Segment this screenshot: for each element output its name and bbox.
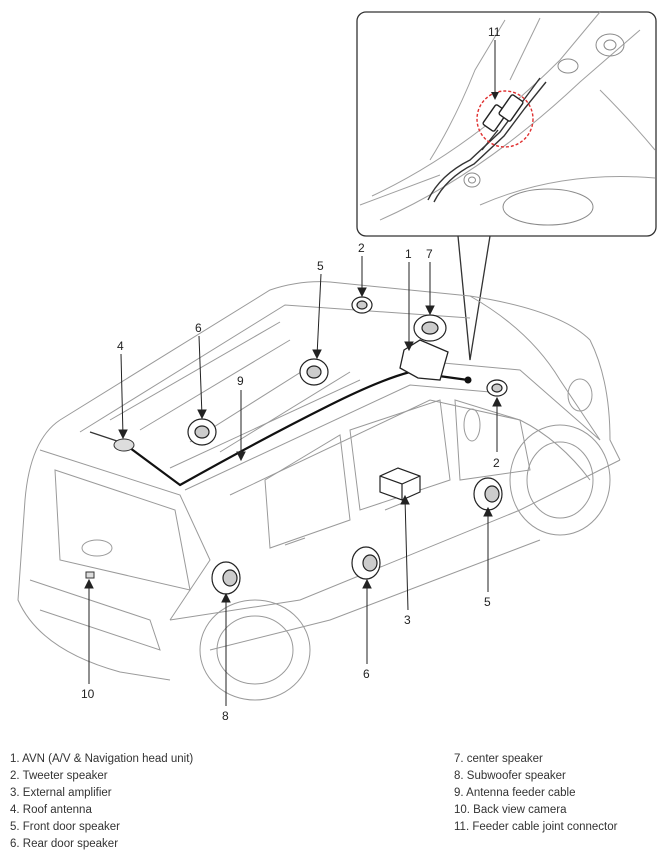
legend-item: 4. Roof antenna [10, 804, 92, 816]
center-speaker-icon [413, 314, 447, 342]
roof-antenna-icon [89, 431, 135, 452]
connector-highlight [476, 90, 534, 148]
subwoofer-speaker-icon [211, 561, 241, 595]
back-view-camera-icon [85, 571, 95, 579]
legend-item: 7. center speaker [454, 753, 543, 765]
callout-8: 8 [222, 709, 229, 723]
rear-door-speaker-roof-icon [187, 418, 217, 446]
vehicle-outline [17, 281, 621, 701]
legend-item: 6. Rear door speaker [10, 838, 119, 850]
antenna-feeder-cable [125, 370, 469, 487]
rear-door-speaker-icon [351, 546, 381, 580]
callout-3: 3 [404, 613, 411, 627]
legend-item: 8. Subwoofer speaker [454, 770, 566, 782]
legend-item: 3. External amplifier [10, 787, 112, 799]
joint-connector-icon [482, 94, 524, 132]
legend-item: 11. Feeder cable joint connector [454, 821, 618, 833]
leader-lines [84, 256, 502, 706]
legend-item: 5. Front door speaker [10, 821, 120, 833]
legend-item: 1. AVN (A/V & Navigation head unit) [10, 753, 194, 765]
callout-10: 10 [81, 687, 95, 701]
callout-6: 6 [363, 667, 370, 681]
feeder-cable-bundle [427, 77, 547, 203]
avn-head-unit-icon [399, 339, 449, 381]
callout-5: 5 [484, 595, 491, 609]
callout-4: 4 [117, 339, 124, 353]
external-amplifier-icon [379, 467, 421, 501]
detail-inset: 11 [356, 11, 657, 361]
callout-6: 6 [195, 321, 202, 335]
callout-2: 2 [358, 241, 365, 255]
legend-item: 10. Back view camera [454, 804, 567, 816]
front-door-speaker-icon [473, 477, 503, 511]
legend-item: 9. Antenna feeder cable [454, 787, 576, 799]
callout-9: 9 [237, 374, 244, 388]
audio-system-diagram: 11 [17, 11, 657, 723]
cable-joint-dot [464, 376, 472, 384]
callout-11: 11 [488, 25, 501, 39]
tweeter-speaker-front-icon [351, 296, 373, 314]
callout-2: 2 [493, 456, 500, 470]
callout-1: 1 [405, 247, 412, 261]
legend-item: 2. Tweeter speaker [10, 770, 108, 782]
inset-pointer [457, 235, 491, 361]
callout-7: 7 [426, 247, 433, 261]
tweeter-speaker-right-icon [486, 379, 508, 397]
front-door-speaker-roof-icon [299, 358, 329, 386]
inset-bolt-icon [463, 33, 625, 226]
callout-5: 5 [317, 259, 324, 273]
